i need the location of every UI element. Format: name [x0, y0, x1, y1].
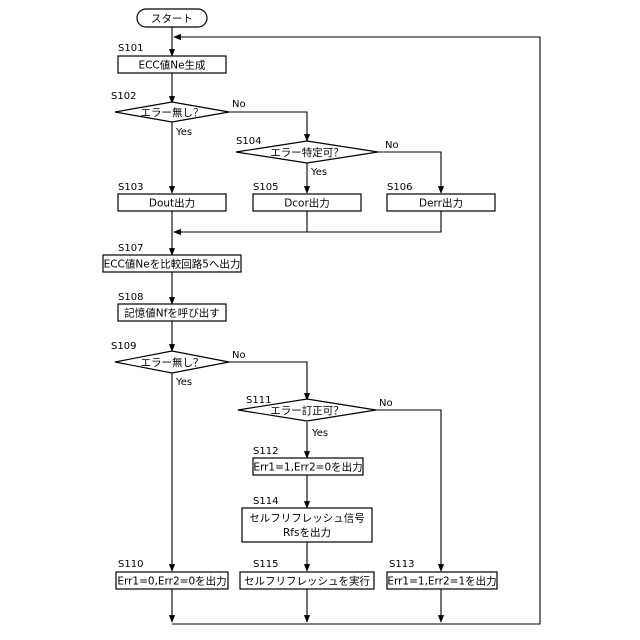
process-s113-text: Err1=1,Err2=1を出力: [387, 575, 496, 588]
step-id-s115: S115: [253, 559, 278, 570]
step-id-s107: S107: [118, 243, 143, 254]
step-id-s103: S103: [118, 182, 143, 193]
s111-no-label: No: [379, 398, 393, 409]
step-id-s112: S112: [253, 446, 278, 457]
process-s110: Err1=0,Err2=0を出力: [116, 572, 228, 589]
decision-s102-text: エラー無し？: [141, 106, 204, 119]
process-s107-text: ECC値Neを比較回路5へ出力: [104, 258, 241, 271]
decision-s109-text: エラー無し？: [141, 356, 204, 369]
s111-yes-label: Yes: [311, 428, 328, 439]
process-s114-text-line2: Rfsを出力: [283, 526, 331, 539]
s109-yes-label: Yes: [175, 377, 192, 388]
step-id-s108: S108: [118, 292, 143, 303]
step-id-s104: S104: [236, 136, 261, 147]
decision-s109: エラー無し？: [115, 351, 229, 373]
process-s110-text: Err1=0,Err2=0を出力: [117, 575, 226, 588]
step-id-s106: S106: [387, 182, 412, 193]
step-id-s111: S111: [246, 395, 271, 406]
process-s101-text: ECC値Ne生成: [138, 59, 206, 72]
s102-yes-label: Yes: [175, 127, 192, 138]
step-id-s109: S109: [111, 341, 136, 352]
process-s103: Dout出力: [118, 194, 226, 211]
process-s113: Err1=1,Err2=1を出力: [387, 572, 497, 589]
process-s107: ECC値Neを比較回路5へ出力: [103, 255, 241, 272]
process-s112: Err1=1,Err2=0を出力: [253, 458, 363, 475]
decision-s111-text: エラー訂正可？: [270, 404, 344, 417]
start-terminal: スタート: [137, 9, 207, 27]
s104-yes-label: Yes: [310, 167, 327, 178]
process-s115: セルフリフレッシュを実行: [240, 572, 374, 589]
process-s101: ECC値Ne生成: [118, 56, 226, 73]
start-label: スタート: [151, 13, 193, 25]
process-s114-text-line1: セルフリフレッシュ信号: [249, 513, 365, 525]
process-s114: セルフリフレッシュ信号 Rfsを出力: [242, 508, 372, 542]
step-id-s102: S102: [111, 91, 136, 102]
process-s108: 記憶値Nfを呼び出す: [118, 304, 226, 321]
process-s106-text: Derr出力: [419, 197, 463, 210]
decision-s104-text: エラー特定可？: [270, 146, 344, 159]
process-s106: Derr出力: [387, 194, 495, 211]
step-id-s101: S101: [118, 43, 143, 54]
s104-no-label: No: [385, 140, 399, 151]
process-s103-text: Dout出力: [149, 197, 195, 210]
s109-no-label: No: [232, 350, 246, 361]
step-id-s105: S105: [253, 182, 278, 193]
step-id-s110: S110: [118, 559, 143, 570]
s102-no-label: No: [232, 99, 246, 110]
process-s112-text: Err1=1,Err2=0を出力: [253, 461, 362, 474]
decision-s102: エラー無し？: [115, 102, 229, 122]
step-id-s114: S114: [253, 496, 278, 507]
process-s105: Dcor出力: [253, 194, 361, 211]
step-id-s113: S113: [389, 559, 414, 570]
process-s115-text: セルフリフレッシュを実行: [244, 575, 370, 588]
process-s108-text: 記憶値Nfを呼び出す: [124, 307, 220, 320]
process-s105-text: Dcor出力: [284, 197, 330, 210]
